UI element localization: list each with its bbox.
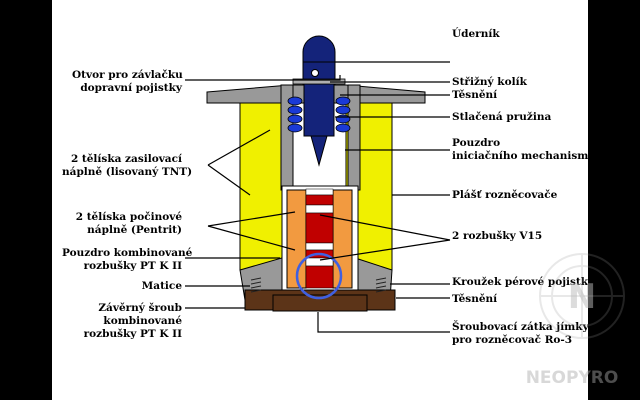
label-pentrite-charges-line2: náplně (Pentrit) (87, 224, 182, 236)
thread-marks (250, 277, 387, 293)
label-initiation-housing: Pouzdro iniciačního mechanismu (452, 137, 588, 163)
label-pentrite-charges: 2 tělíska počinové náplně (Pentrit) (62, 211, 182, 237)
watermark-text: NEOPYRO (526, 368, 619, 388)
v15-detonators (305, 188, 334, 289)
watermark-logo-letter: N (568, 277, 596, 317)
label-fuze-casing: Plášť rozněcovače (452, 189, 558, 201)
label-combined-detonator-housing-line2: rozbušky PT K II (83, 260, 182, 272)
label-seal-bottom: Těsnění (452, 293, 498, 305)
label-striker: Úderník (452, 28, 500, 40)
base-plug (244, 289, 396, 312)
label-safety-pin-hole-line1: Otvor pro závlačku (72, 69, 183, 81)
label-pentrite-charges-line1: 2 tělíska počinové (75, 211, 182, 223)
label-tnt-charges: 2 tělíska zasilovací náplně (lisovaný TN… (62, 153, 193, 179)
label-nut: Matice (141, 280, 182, 292)
label-closing-screw-line3: rozbušky PT K II (83, 328, 182, 340)
neopyro-watermark: N NEOPYRO (526, 253, 625, 388)
label-combined-detonator-housing: Pouzdro kombinované rozbušky PT K II (62, 247, 193, 273)
label-closing-screw: Závěrný šroub kombinované rozbušky PT K … (62, 302, 182, 341)
label-closing-screw-line2: kombinované (103, 315, 182, 327)
leader-lines (185, 61, 451, 333)
label-screw-plug: Šroubovací zátka jímky pro rozněcovač Ro… (452, 321, 588, 347)
label-safety-pin-hole-line2: dopravní pojistky (80, 82, 182, 94)
fuze-cross-section-diagram (185, 35, 451, 333)
striker (302, 35, 336, 167)
label-safety-pin-hole: Otvor pro závlačku dopravní pojistky (72, 69, 183, 95)
spring-safety-ring (295, 252, 343, 300)
label-screw-plug-line1: Šroubovací zátka jímky (452, 321, 588, 333)
label-compressed-spring: Stlačená pružina (452, 111, 552, 123)
label-initiation-housing-line1: Pouzdro (452, 137, 501, 149)
label-tnt-charges-line2: náplně (lisovaný TNT) (62, 166, 193, 178)
label-spring-safety-ring: Kroužek pérové pojistky (452, 276, 588, 288)
label-screw-plug-line2: pro rozněcovač Ro-3 (452, 334, 573, 346)
label-initiation-housing-line2: iniciačního mechanismu (452, 150, 588, 162)
label-closing-screw-line1: Závěrný šroub (98, 302, 182, 314)
label-v15-detonators: 2 rozbušky V15 (452, 230, 543, 242)
grey-casing (206, 84, 426, 301)
label-tnt-charges-line1: 2 tělíska zasilovací (70, 153, 182, 165)
label-shear-pin: Střižný kolík (452, 76, 527, 88)
label-combined-detonator-housing-line1: Pouzdro kombinované (62, 247, 193, 259)
slide: Úderník Otvor pro závlačku dopravní poji… (52, 0, 588, 400)
label-seal-top: Těsnění (452, 89, 498, 101)
